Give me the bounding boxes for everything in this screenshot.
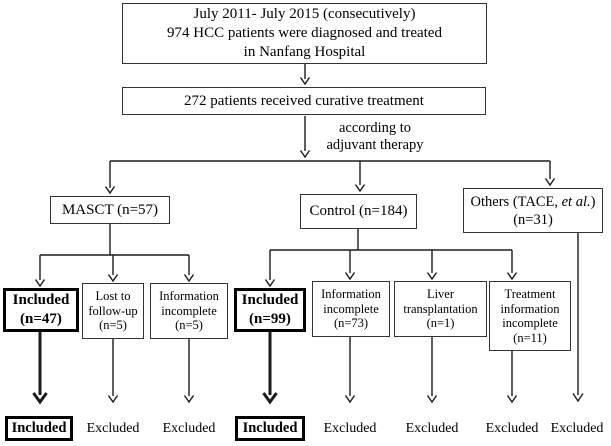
others-group-line2: (n=31)	[513, 211, 553, 228]
included-n99-line2: (n=99)	[249, 311, 291, 327]
info-incomplete-n73-line3: (n=73)	[333, 316, 369, 331]
enrollment-box: July 2011- July 2015 (consecutively) 974…	[122, 3, 487, 64]
treatment-info-incomplete-box: Treatment information incomplete (n=11)	[489, 281, 571, 351]
arrow-others-to-excluded	[572, 233, 584, 403]
arrow-included99-to-final	[262, 332, 278, 405]
arrow-to-treatment-info	[506, 250, 518, 281]
liver-transplant-line1: Liver	[426, 287, 455, 302]
enrollment-line1: July 2011- July 2015 (consecutively)	[193, 6, 416, 22]
treatment-info-line1: Treatment	[504, 287, 556, 301]
liver-transplant-box: Liver transplantation (n=1)	[394, 281, 487, 337]
curative-treatment-label: 272 patients received curative treatment	[184, 92, 424, 109]
enrollment-line3: in Nanfang Hospital	[243, 44, 366, 60]
control-group-label: Control (n=184)	[309, 203, 408, 219]
arrow-info5-to-excluded	[183, 339, 195, 404]
lost-followup-box: Lost to follow-up (n=5)	[82, 283, 144, 339]
included-n99-line1: Included	[241, 292, 299, 308]
branch-annotation-line2: adjuvant therapy	[326, 137, 424, 153]
branch-annotation: according to adjuvant therapy	[310, 120, 440, 154]
included-n47-line1: Included	[12, 292, 70, 308]
info-incomplete-n73-line2: incomplete	[323, 301, 379, 316]
final-included-masct-label: Included	[11, 420, 67, 436]
info-incomplete-n73-box: Information incomplete (n=73)	[312, 281, 390, 337]
info-incomplete-n5-box: Information incomplete (n=5)	[150, 283, 228, 339]
others-etal-italic: et al.	[561, 193, 591, 210]
arrow-info73-to-excluded	[344, 337, 356, 404]
arrow-included47-to-final	[32, 332, 48, 405]
arrow-to-masct	[104, 161, 116, 195]
info-incomplete-n73-line1: Information	[321, 287, 381, 302]
arrow-to-lost-followup	[107, 255, 119, 283]
arrow-top-to-curative	[299, 64, 311, 86]
control-group-box: Control (n=184)	[300, 194, 417, 229]
arrow-curative-to-branchbar	[299, 116, 311, 159]
included-n47-line2: (n=47)	[20, 311, 62, 327]
curative-treatment-box: 272 patients received curative treatment	[122, 87, 486, 115]
info-incomplete-n5-line2: incomplete	[161, 303, 217, 318]
enrollment-line2: 974 HCC patients were diagnosed and trea…	[167, 25, 442, 41]
final-excluded-info5-label: Excluded	[162, 421, 216, 436]
arrow-to-info-incomplete73	[344, 250, 356, 281]
arrow-to-others	[544, 161, 556, 187]
masct-group-label: MASCT (n=57)	[61, 201, 159, 218]
final-included-control-box: Included	[235, 416, 305, 441]
masct-group-box: MASCT (n=57)	[50, 196, 170, 224]
treatment-info-line4: (n=11)	[513, 330, 547, 345]
final-included-control-label: Included	[242, 420, 298, 436]
arrow-liver-to-excluded	[426, 337, 438, 404]
treatment-info-line3: incomplete	[502, 316, 558, 330]
final-excluded-lost-label: Excluded	[86, 421, 140, 436]
final-excluded-liver-label: Excluded	[405, 421, 459, 436]
arrow-to-liver-transplant	[426, 250, 438, 281]
final-included-masct-box: Included	[5, 416, 73, 441]
arrow-to-included99	[264, 250, 276, 288]
others-group-line1: Others (TACE, et al.)	[470, 193, 596, 210]
arrow-to-included47	[34, 255, 46, 288]
branch-annotation-line1: according to	[338, 120, 412, 136]
liver-transplant-line2: transplantation	[403, 301, 478, 316]
info-incomplete-n5-line3: (n=5)	[175, 318, 203, 333]
final-excluded-treatment-label: Excluded	[485, 421, 539, 436]
lost-followup-line3: (n=5)	[99, 318, 127, 333]
arrow-to-control	[354, 161, 366, 193]
info-incomplete-n5-line1: Information	[159, 289, 219, 304]
others-group-box: Others (TACE, et al.) (n=31)	[463, 188, 603, 233]
included-n47-box: Included (n=47)	[3, 288, 79, 332]
arrow-treatment-to-excluded	[506, 351, 518, 404]
arrow-lost-to-excluded	[107, 339, 119, 404]
arrow-to-info-incomplete5	[183, 255, 195, 283]
liver-transplant-line3: (n=1)	[426, 316, 455, 331]
final-excluded-others-label: Excluded	[550, 421, 604, 436]
lost-followup-line2: follow-up	[88, 303, 138, 318]
lost-followup-line1: Lost to	[95, 289, 131, 304]
final-excluded-info73-label: Excluded	[323, 421, 377, 436]
included-n99-box: Included (n=99)	[234, 288, 306, 332]
treatment-info-line2: information	[500, 301, 560, 316]
